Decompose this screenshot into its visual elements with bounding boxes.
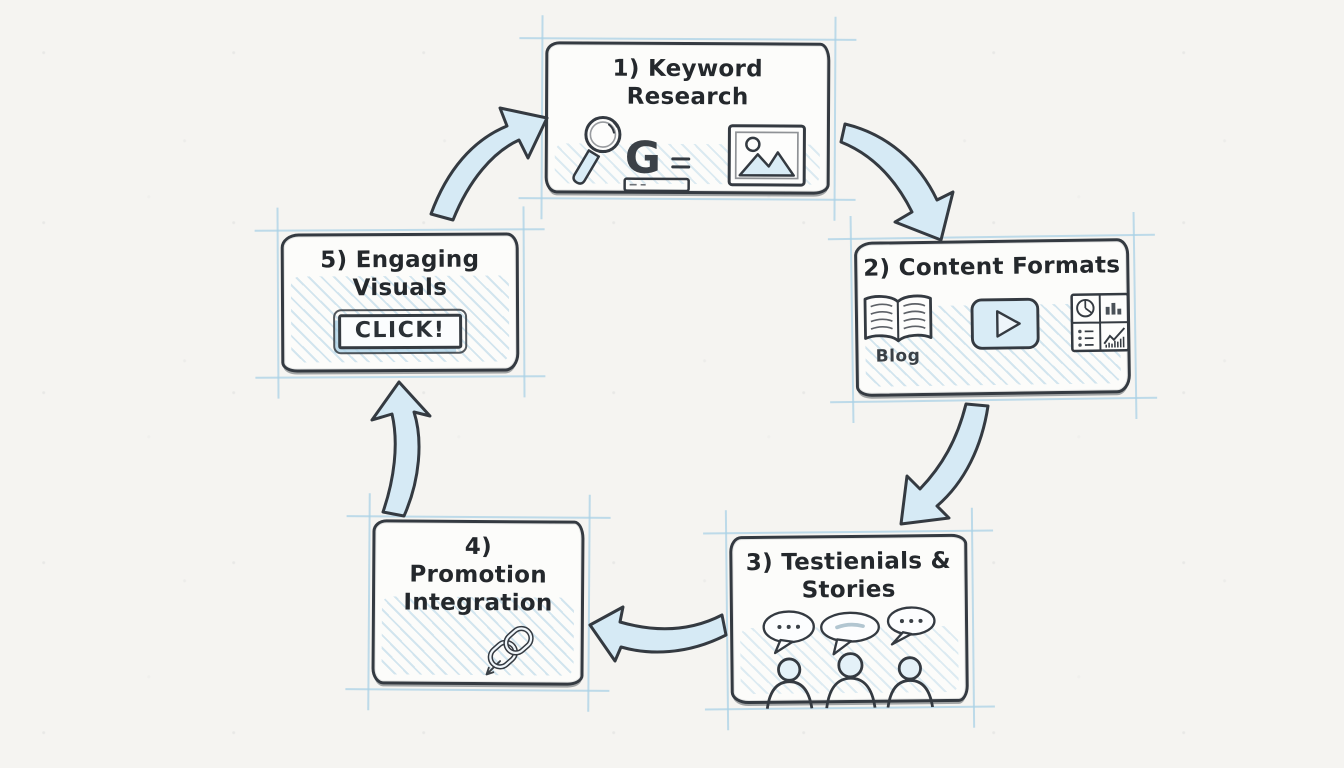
people-icon (765, 652, 934, 710)
step-title: 4) Promotion Integration (403, 533, 553, 617)
step-box-keyword-research: 1) Keyword Research G (518, 15, 857, 221)
arrow-step3-to-step4 (588, 605, 728, 663)
step-box-promotion-integration: 4) Promotion Integration (345, 493, 611, 712)
magnifying-glass-icon: G (571, 116, 690, 193)
construction-guide (1132, 212, 1138, 420)
image-icon (727, 124, 806, 187)
arrow-step4-to-step5 (370, 380, 432, 518)
blog-caption: Blog (875, 346, 921, 367)
construction-guide (519, 37, 857, 41)
video-play-icon (970, 297, 1040, 350)
open-book-icon (863, 294, 932, 343)
construction-guide (345, 688, 610, 692)
construction-guide (254, 228, 545, 232)
construction-guide (276, 207, 280, 399)
step-title: 5) Engaging Visuals (320, 246, 480, 302)
svg-text:G: G (624, 133, 660, 184)
construction-guide (970, 507, 976, 728)
step-title: 3) Testienials & Stories (745, 547, 952, 604)
speech-bubbles-icon (762, 606, 936, 710)
construction-guide (367, 493, 371, 711)
infographic-icon (1069, 292, 1130, 353)
click-button: CLICK! (332, 308, 468, 355)
step-title: 2) Content Formats (863, 252, 1121, 282)
arrow-step5-to-step1 (429, 106, 549, 222)
arrow-step1-to-step2 (839, 122, 955, 242)
step-title: 1) Keyword Research (612, 55, 764, 111)
step-box-engaging-visuals: 5) Engaging Visuals CLICK! (254, 206, 546, 399)
google-g-icon: G (622, 133, 690, 193)
step-box-content-formats: 2) Content Formats Blog (827, 212, 1158, 423)
arrow-step2-to-step3 (899, 402, 990, 526)
chain-link-icon (485, 626, 534, 676)
construction-guide (522, 206, 526, 398)
step-box-testimonials-stories: 3) Testienials & Stories (703, 507, 995, 731)
